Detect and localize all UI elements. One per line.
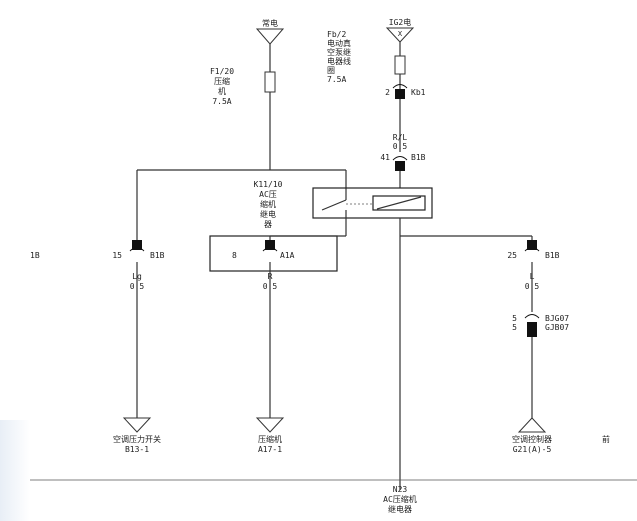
ig2-power-label: IG2电 <box>389 17 411 27</box>
ac-controller-code: G21(A)-5 <box>513 445 552 454</box>
connector-a1a-name: A1A <box>280 251 295 260</box>
pressure-switch-name: 空调压力开关 <box>113 434 161 444</box>
wire-rl-size: 0.5 <box>393 142 408 151</box>
n23-code: N23 <box>393 485 408 494</box>
fuse-f1-20-line2: 压缩 <box>214 76 230 86</box>
relay-label-line5: 器 <box>264 220 272 229</box>
connector-a1a-num: 8 <box>232 251 237 260</box>
constant-power-label: 常电 <box>262 18 278 28</box>
connector-b1b-41-name: B1B <box>411 153 426 162</box>
relay-switch-blade <box>321 199 347 211</box>
connector-gjb07-name: GJB07 <box>545 323 569 332</box>
connector-b1b-25-name: B1B <box>545 251 560 260</box>
ac-controller-name: 空调控制器 <box>512 434 552 444</box>
right-cut-label: 前 <box>602 434 610 444</box>
fuse-fb-2-line2: 电动真 <box>327 38 351 48</box>
connector-b1b-15-name: B1B <box>150 251 165 260</box>
connector-b1b-25-pin <box>527 240 537 250</box>
connector-kb1-pin <box>395 89 405 99</box>
connector-b1b-25-num: 25 <box>507 251 517 260</box>
relay-coil-diagonal <box>376 196 422 210</box>
ac-controller-terminal <box>517 417 547 433</box>
fuse-fb-2-line6: 7.5A <box>327 75 346 84</box>
fuse-f1-20-symbol <box>264 71 276 93</box>
connector-kb1-name: Kb1 <box>411 88 426 97</box>
connector-kb1-num: 2 <box>385 88 390 97</box>
connector-kb1-arc <box>392 84 408 89</box>
wire-rl-color: R/L <box>393 133 408 142</box>
connector-bjg07-name: BJG07 <box>545 314 569 323</box>
compressor-code: A17-1 <box>258 445 282 454</box>
pressure-switch-terminal <box>122 417 152 433</box>
fuse-f1-20-line1: F1/20 <box>210 67 234 76</box>
connector-bjg07-num: 5 <box>512 314 517 323</box>
connector-gjb07-num: 5 <box>512 323 517 332</box>
connector-b1b-41-pin <box>395 161 405 171</box>
left-edge-shade <box>0 420 30 521</box>
relay-label-line1: K11/10 <box>254 180 283 189</box>
fuse-fb-2-line3: 空泵继 <box>327 47 351 57</box>
relay-housing <box>312 187 433 219</box>
fuse-fb-2-symbol <box>394 55 406 75</box>
constant-power-terminal <box>255 28 285 45</box>
compressor-name: 压缩机 <box>258 434 282 444</box>
ig2-power-terminal <box>385 27 415 43</box>
left-cut-connector: 1B <box>30 251 40 260</box>
connector-b1b-41-num: 41 <box>380 153 390 162</box>
fuse-f1-20-line3: 机 <box>218 86 226 96</box>
connector-bjg07-pin <box>527 322 537 337</box>
relay-label-line3: 缩机 <box>260 199 276 209</box>
connector-a1a-pin <box>265 240 275 250</box>
relay-label-line4: 继电 <box>260 209 276 219</box>
compressor-terminal <box>255 417 285 433</box>
connector-bjg07-arc <box>524 314 540 319</box>
connector-b1b-15-num: 15 <box>112 251 122 260</box>
fuse-fb-2-line1: Fb/2 <box>327 30 346 39</box>
relay-label-line2: AC压 <box>259 190 277 199</box>
connector-b1b-41-arc <box>392 156 408 161</box>
fuse-fb-2-line4: 电器线 <box>327 56 351 66</box>
n23-line1: AC压缩机 <box>383 494 417 504</box>
connector-b1b-15-pin <box>132 240 142 250</box>
fuse-f1-20-line4: 7.5A <box>212 97 231 106</box>
pressure-switch-code: B13-1 <box>125 445 149 454</box>
ig2-power-mark: X <box>398 30 403 38</box>
n23-line2: 继电器 <box>388 504 412 514</box>
fuse-fb-2-line5: 圈 <box>327 66 335 75</box>
